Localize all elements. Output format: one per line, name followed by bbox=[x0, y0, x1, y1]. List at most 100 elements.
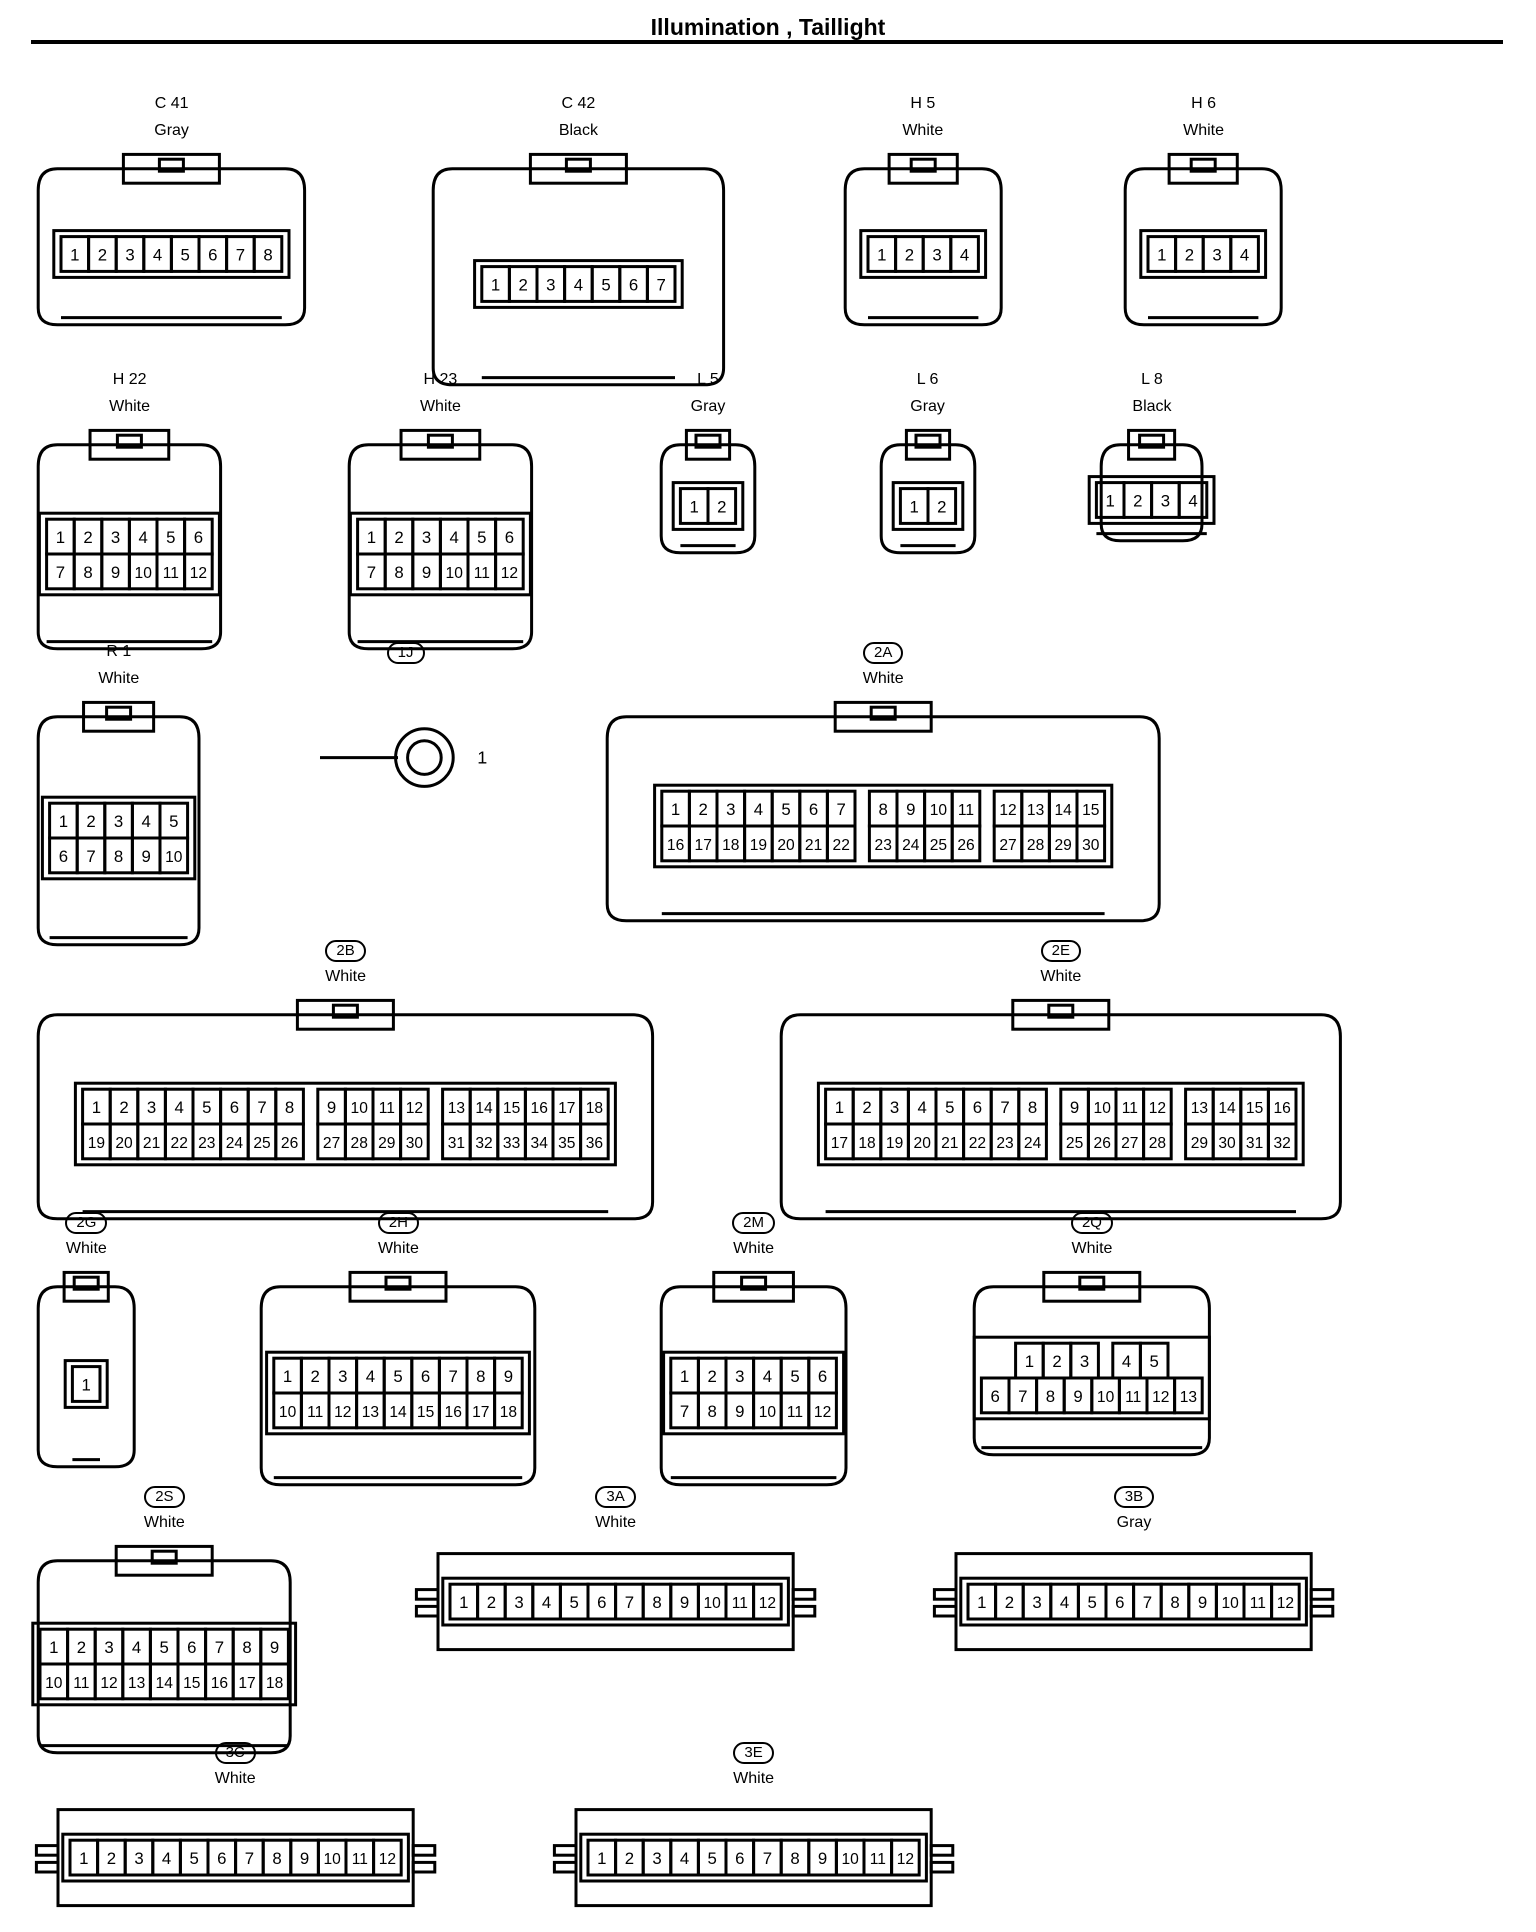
pin-1: 1 bbox=[877, 245, 886, 264]
latch-tab bbox=[1190, 157, 1218, 173]
pin-12: 12 bbox=[378, 1852, 395, 1869]
connector-code-label: 2S bbox=[144, 1485, 185, 1508]
pin-3: 3 bbox=[514, 1593, 523, 1612]
pin-7: 7 bbox=[657, 275, 666, 294]
pin-5: 5 bbox=[181, 245, 190, 264]
pin-8: 8 bbox=[708, 1402, 717, 1421]
pin-7: 7 bbox=[236, 245, 245, 264]
pin-18: 18 bbox=[722, 837, 739, 854]
connector-color: White bbox=[1183, 121, 1225, 139]
pin-3: 3 bbox=[652, 1850, 661, 1869]
pin-11: 11 bbox=[379, 1100, 395, 1117]
pin-10: 10 bbox=[759, 1404, 777, 1421]
pin-2: 2 bbox=[1005, 1593, 1014, 1612]
pin-18: 18 bbox=[586, 1100, 603, 1117]
pin-7: 7 bbox=[763, 1850, 772, 1869]
housing bbox=[1124, 166, 1284, 326]
pin-cell-12 bbox=[371, 1839, 403, 1877]
pin-4: 4 bbox=[763, 1367, 772, 1386]
pin-34: 34 bbox=[531, 1135, 549, 1152]
pin-17: 17 bbox=[473, 1404, 490, 1421]
connector-code-label: 3C bbox=[214, 1742, 256, 1765]
tab-right-top bbox=[929, 1844, 955, 1858]
pin-4: 4 bbox=[1122, 1352, 1131, 1371]
latch-tab bbox=[914, 433, 942, 449]
latch-tab bbox=[150, 1549, 178, 1565]
housing bbox=[879, 442, 976, 554]
pin-28: 28 bbox=[1149, 1135, 1166, 1152]
pin-4: 4 bbox=[960, 245, 969, 264]
pin-12: 12 bbox=[501, 565, 518, 582]
pin-6: 6 bbox=[230, 1098, 239, 1117]
pin-29: 29 bbox=[1191, 1135, 1208, 1152]
tab-left-top bbox=[552, 1844, 578, 1858]
pin-frame bbox=[1088, 474, 1216, 525]
pin-8: 8 bbox=[285, 1098, 294, 1117]
pin-10: 10 bbox=[279, 1404, 297, 1421]
housing bbox=[36, 1285, 136, 1469]
pin-9: 9 bbox=[111, 563, 120, 582]
pin-4: 4 bbox=[175, 1098, 184, 1117]
pin-19: 19 bbox=[886, 1135, 903, 1152]
connector-color: White bbox=[214, 1770, 256, 1788]
pin-9: 9 bbox=[906, 800, 915, 819]
pin-2: 2 bbox=[311, 1367, 320, 1386]
connector-color: Gray bbox=[1116, 1513, 1152, 1531]
pin-13: 13 bbox=[448, 1100, 465, 1117]
pin-20: 20 bbox=[914, 1135, 932, 1152]
pin-5: 5 bbox=[202, 1098, 211, 1117]
pin-2: 2 bbox=[1134, 491, 1143, 510]
pin-9: 9 bbox=[300, 1850, 309, 1869]
pin-2: 2 bbox=[84, 528, 93, 547]
pin-1: 1 bbox=[59, 812, 68, 831]
pin-6: 6 bbox=[217, 1850, 226, 1869]
pin-10: 10 bbox=[446, 565, 464, 582]
pin-9: 9 bbox=[422, 563, 431, 582]
pin-5: 5 bbox=[394, 1367, 403, 1386]
connector-code: 3B bbox=[932, 1485, 1335, 1508]
pin-31: 31 bbox=[448, 1135, 465, 1152]
pin-30: 30 bbox=[406, 1135, 424, 1152]
latch-tab bbox=[1047, 1003, 1075, 1019]
connector-color: White bbox=[733, 1240, 775, 1257]
pin-5: 5 bbox=[189, 1850, 198, 1869]
connector-color: White bbox=[595, 1513, 637, 1531]
tab-right-top bbox=[1310, 1587, 1335, 1601]
pin-cell-24 bbox=[1017, 1122, 1048, 1160]
pin-21: 21 bbox=[805, 837, 822, 854]
pin-15: 15 bbox=[417, 1404, 435, 1421]
pin-25: 25 bbox=[254, 1135, 272, 1152]
pin-frame bbox=[816, 1081, 1305, 1166]
pin-7: 7 bbox=[837, 800, 846, 819]
pin-3: 3 bbox=[546, 275, 555, 294]
latch bbox=[88, 428, 171, 461]
pin-frame bbox=[579, 1833, 928, 1883]
latch bbox=[528, 152, 628, 185]
pin-13: 13 bbox=[362, 1404, 379, 1421]
pin-30: 30 bbox=[1082, 837, 1100, 854]
pin-10: 10 bbox=[45, 1675, 63, 1692]
pin-11: 11 bbox=[307, 1404, 323, 1421]
pin-2: 2 bbox=[98, 245, 107, 264]
pin-5: 5 bbox=[945, 1098, 954, 1117]
pin-10: 10 bbox=[323, 1852, 341, 1869]
connector-code: L 8 bbox=[1094, 370, 1209, 390]
pin-cell-18 bbox=[493, 1391, 525, 1430]
pin-7: 7 bbox=[258, 1098, 267, 1117]
pin-6: 6 bbox=[629, 275, 638, 294]
pin-1: 1 bbox=[680, 1367, 689, 1386]
pin-2: 2 bbox=[487, 1593, 496, 1612]
pin-2: 2 bbox=[87, 812, 96, 831]
latch bbox=[1127, 428, 1177, 461]
latch bbox=[348, 1270, 448, 1303]
pin-1: 1 bbox=[1025, 1352, 1034, 1371]
pin-cell-18 bbox=[259, 1662, 291, 1700]
latch bbox=[833, 700, 933, 733]
pin-17: 17 bbox=[558, 1100, 575, 1117]
pin-24: 24 bbox=[902, 837, 920, 854]
